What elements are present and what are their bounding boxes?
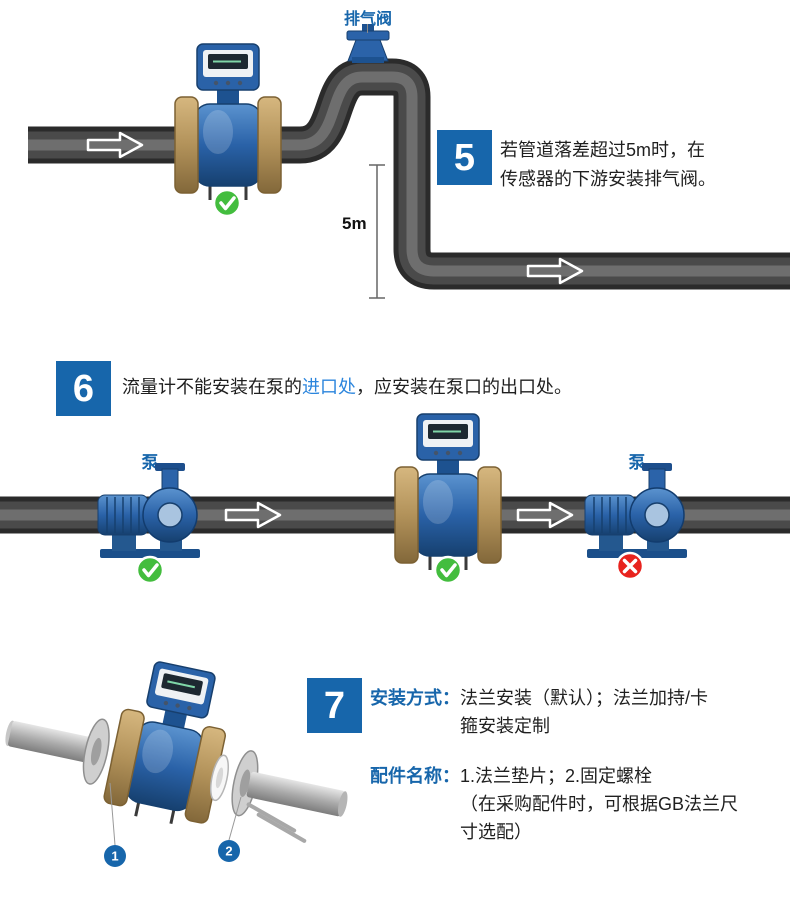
section5-illustration: [28, 24, 790, 299]
section6-illustration: [0, 412, 790, 585]
parts-name-row: 配件名称： 1.法兰垫片；2.固定螺栓 （在采购配件时，可根据GB法兰尺 寸选配…: [370, 762, 770, 846]
exhaust-valve-label: 排气阀: [343, 11, 392, 28]
step-6-badge: 6: [56, 361, 111, 416]
section-7: 1 2 7 安装方式： 法兰安装（默认）；法兰加持/卡 箍安装定制 配件名称： …: [0, 640, 790, 923]
exhaust-valve-graphic: [346, 24, 390, 63]
pump-right-label: 泵: [628, 453, 646, 472]
pump-left-label: 泵: [141, 453, 159, 472]
parts-name-text: 1.法兰垫片；2.固定螺栓 （在采购配件时，可根据GB法兰尺 寸选配）: [460, 762, 738, 846]
part-marker-leader-lines: [109, 782, 242, 846]
install-method-row: 安装方式： 法兰安装（默认）；法兰加持/卡 箍安装定制: [370, 684, 770, 740]
install-method-text: 法兰安装（默认）；法兰加持/卡 箍安装定制: [460, 684, 708, 740]
step-6-text: 流量计不能安装在泵的进口处，应安装在泵口的出口处。: [122, 373, 572, 402]
install-method-label: 安装方式：: [370, 688, 460, 708]
step-5-badge: 5: [437, 130, 492, 185]
svg-text:2: 2: [225, 844, 232, 859]
flowmeter-graphic: [393, 412, 503, 572]
step-6-text-prefix: 流量计不能安装在泵的: [122, 377, 302, 397]
exploded-view-illustration: 1 2: [5, 655, 348, 867]
flowmeter-graphic: [173, 42, 283, 202]
step-5-text-line: 若管道落差超过5m时，在: [500, 140, 706, 160]
parts-name-label: 配件名称：: [370, 766, 460, 786]
step-6-text-suffix: ，应安装在泵口的出口处。: [356, 377, 572, 397]
part-marker-1: 1: [104, 845, 126, 867]
section-6: 6 流量计不能安装在泵的进口处，应安装在泵口的出口处。 泵 泵: [0, 355, 790, 640]
fixing-bolts: [246, 802, 307, 843]
cross-icon: [615, 551, 645, 581]
parts-name-line: 1.法兰垫片；2.固定螺栓: [460, 766, 653, 786]
step-6-text-highlight: 进口处: [302, 377, 356, 397]
parts-name-line: 寸选配）: [460, 822, 532, 842]
svg-text:1: 1: [111, 849, 118, 864]
step-7-badge: 7: [307, 678, 362, 733]
pump-graphic-left: [97, 462, 201, 559]
step-5-text: 若管道落差超过5m时，在 传感器的下游安装排气阀。: [500, 136, 760, 194]
step-5-text-line: 传感器的下游安装排气阀。: [500, 169, 716, 189]
pipe: [28, 58, 790, 290]
install-method-line: 法兰安装（默认）；法兰加持/卡: [460, 688, 708, 708]
part-marker-2: 2: [218, 840, 240, 862]
exploded-assembly: [5, 655, 348, 843]
dimension-line: [369, 164, 385, 299]
section-5: 排气阀 5m 5 若管道落差超过5m时，在 传感器的下游安装排气阀。: [0, 0, 790, 345]
drop-height-label: 5m: [342, 214, 367, 233]
valve-leader-line: [367, 24, 368, 33]
check-icon: [212, 188, 242, 218]
install-method-line: 箍安装定制: [460, 716, 550, 736]
pump-graphic-right: [584, 462, 688, 559]
parts-name-line: （在采购配件时，可根据GB法兰尺: [460, 794, 739, 814]
